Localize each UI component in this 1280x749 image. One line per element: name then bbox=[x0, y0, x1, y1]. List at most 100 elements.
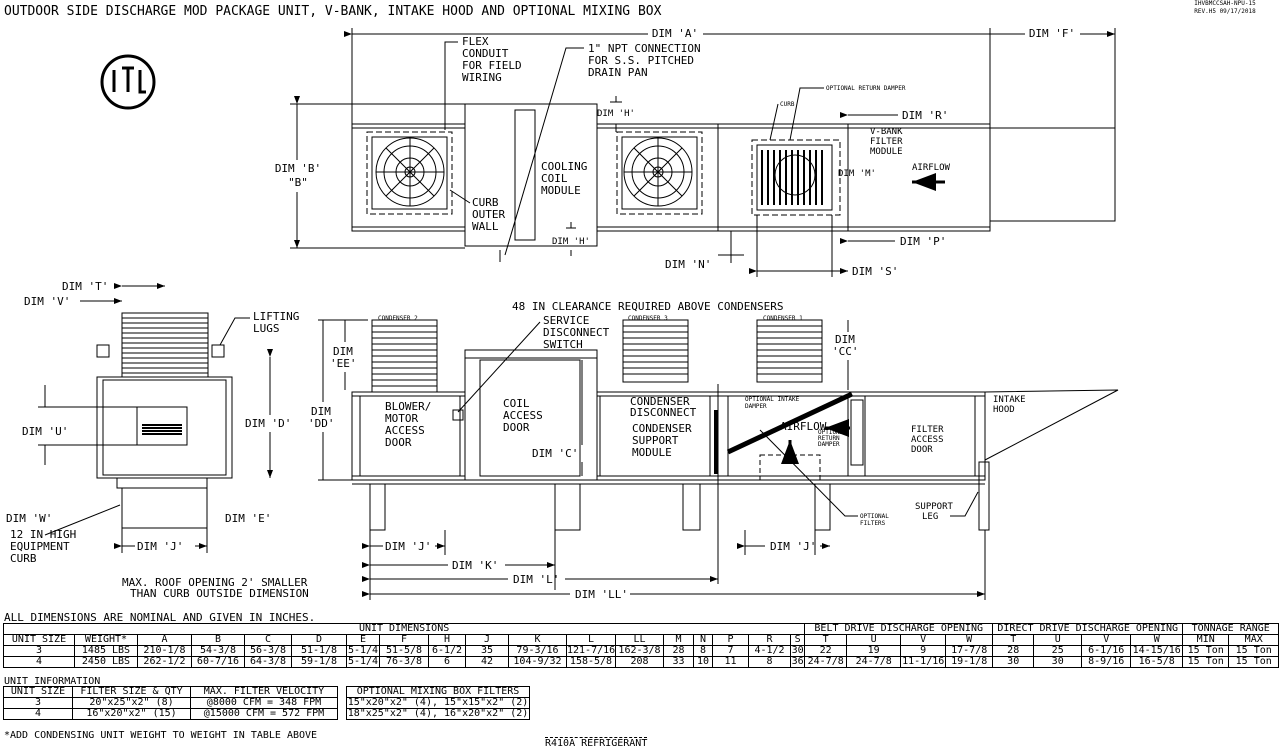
column-header: R bbox=[748, 634, 791, 646]
table-cell: 8 bbox=[693, 645, 713, 657]
column-header: UNIT SIZE bbox=[3, 634, 75, 646]
cooling-coil-label: COOLING bbox=[541, 160, 587, 173]
curb-label: CURB bbox=[780, 101, 795, 108]
lifting-lugs-label: LIFTING bbox=[253, 310, 299, 323]
curb-note-label: 12 IN HIGH bbox=[10, 528, 76, 541]
dim-ll-label: DIM 'LL' bbox=[575, 588, 628, 601]
table-cell: 18"x25"x2" (4), 16"x20"x2" (2) bbox=[346, 708, 530, 720]
column-header: L bbox=[566, 634, 616, 646]
dim-n-label: DIM 'N' bbox=[665, 258, 711, 271]
table-cell: 15 Ton bbox=[1228, 645, 1280, 657]
table-cell: 4 bbox=[3, 656, 75, 668]
table-cell: 51-1/8 bbox=[291, 645, 347, 657]
filter-door-label: FILTER bbox=[911, 425, 944, 435]
svg-text:LUGS: LUGS bbox=[253, 322, 280, 335]
optional-return-damper-label: OPTIONAL RETURN DAMPER bbox=[826, 85, 906, 92]
dim-l-label: DIM 'L' bbox=[513, 573, 559, 586]
dim-k-label: DIM 'K' bbox=[452, 559, 498, 572]
intake-hood-label: INTAKE bbox=[993, 395, 1026, 405]
svg-text:LEG: LEG bbox=[922, 512, 938, 522]
dim-c-label: DIM 'C' bbox=[532, 447, 578, 460]
svg-text:DOOR: DOOR bbox=[385, 436, 412, 449]
column-header: T bbox=[804, 634, 848, 646]
column-header: K bbox=[508, 634, 567, 646]
table-cell: 9 bbox=[900, 645, 947, 657]
dim-p-label: DIM 'P' bbox=[900, 235, 946, 248]
svg-text:EQUIPMENT: EQUIPMENT bbox=[10, 540, 70, 553]
table-cell: 19-1/8 bbox=[945, 656, 994, 668]
svg-text:FOR FIELD: FOR FIELD bbox=[462, 59, 522, 72]
table-cell: 76-3/8 bbox=[379, 656, 429, 668]
side-view: 48 IN CLEARANCE REQUIRED ABOVE CONDENSER… bbox=[308, 300, 1119, 601]
condenser-disconnect-label: CONDENSER bbox=[630, 395, 690, 408]
column-header: B bbox=[191, 634, 245, 646]
column-header: MAX bbox=[1228, 634, 1280, 646]
dim-u-label: DIM 'U' bbox=[22, 425, 68, 438]
svg-text:THAN CURB OUTSIDE DIMENSION: THAN CURB OUTSIDE DIMENSION bbox=[130, 587, 309, 600]
dim-j-front-label: DIM 'J' bbox=[137, 540, 183, 553]
svg-text:DOOR: DOOR bbox=[503, 421, 530, 434]
svg-text:HOOD: HOOD bbox=[993, 405, 1015, 415]
column-header: H bbox=[428, 634, 466, 646]
table-row: 18"x25"x2" (4), 16"x20"x2" (2) bbox=[346, 708, 530, 720]
dim-b-label: DIM 'B' bbox=[275, 162, 321, 175]
table-cell: 210-1/8 bbox=[137, 645, 192, 657]
table-cell: 15"x20"x2" (4), 15"x15"x2" (2) bbox=[346, 697, 530, 709]
svg-text:DOOR: DOOR bbox=[911, 445, 933, 455]
unit-information-table: UNIT SIZE FILTER SIZE & QTY MAX. FILTER … bbox=[3, 686, 338, 720]
support-leg-label: SUPPORT bbox=[915, 502, 954, 512]
table-cell: 6 bbox=[428, 656, 466, 668]
unit-information-title: UNIT INFORMATION bbox=[4, 676, 101, 687]
condenser-units bbox=[371, 319, 823, 393]
airflow-label-side: AIRFLOW bbox=[780, 420, 827, 433]
table-cell: 262-1/2 bbox=[137, 656, 192, 668]
revision: REV.H5 09/17/2018 bbox=[1194, 8, 1256, 15]
company-logo bbox=[100, 54, 156, 110]
dim-w-label: DIM 'W' bbox=[6, 512, 52, 525]
drawing-title: OUTDOOR SIDE DISCHARGE MOD PACKAGE UNIT,… bbox=[4, 4, 662, 19]
column-header: T bbox=[992, 634, 1035, 646]
tonnage-range-title: TONNAGE RANGE bbox=[1182, 623, 1280, 635]
table-cell: 42 bbox=[465, 656, 509, 668]
svg-text:DISCONNECT: DISCONNECT bbox=[630, 406, 697, 419]
table-cell: 79-3/16 bbox=[508, 645, 567, 657]
table-cell: 20"x25"x2" (8) bbox=[72, 697, 191, 709]
dim-f-label: DIM 'F' bbox=[1029, 27, 1075, 40]
table-cell: 15 Ton bbox=[1182, 645, 1230, 657]
column-header: U bbox=[1033, 634, 1083, 646]
table-cell: 51-5/8 bbox=[379, 645, 429, 657]
column-header: P bbox=[712, 634, 749, 646]
table-cell: 104-9/32 bbox=[508, 656, 567, 668]
roof-opening-note: MAX. ROOF OPENING 2' SMALLER bbox=[122, 576, 308, 589]
dim-dd-label: DIM bbox=[311, 405, 331, 418]
unit-dimensions-table: UNIT DIMENSIONS BELT DRIVE DISCHARGE OPE… bbox=[2, 623, 1280, 668]
direct-drive-title: DIRECT DRIVE DISCHARGE OPENING bbox=[992, 623, 1184, 635]
dim-j-side-1-label: DIM 'J' bbox=[385, 540, 431, 553]
dim-e-label: DIM 'E' bbox=[225, 512, 271, 525]
service-disconnect-label: SERVICE bbox=[543, 314, 589, 327]
svg-text:COIL: COIL bbox=[541, 172, 568, 185]
table-cell: 11 bbox=[712, 656, 749, 668]
vbank-label: V-BANK bbox=[870, 127, 903, 137]
svg-text:OUTER: OUTER bbox=[472, 208, 505, 221]
svg-text:FOR S.S. PITCHED: FOR S.S. PITCHED bbox=[588, 54, 694, 67]
dimensions-note: ALL DIMENSIONS ARE NOMINAL AND GIVEN IN … bbox=[4, 611, 316, 624]
table-cell: 30 bbox=[789, 645, 806, 657]
svg-text:MOTOR: MOTOR bbox=[385, 412, 418, 425]
curb-outer-wall-label: CURB bbox=[472, 196, 499, 209]
optional-filters-label: OPTIONAL bbox=[860, 513, 889, 520]
svg-text:MODULE: MODULE bbox=[541, 184, 581, 197]
svg-text:MODULE: MODULE bbox=[870, 147, 903, 157]
svg-text:SUPPORT: SUPPORT bbox=[632, 434, 679, 447]
svg-text:DAMPER: DAMPER bbox=[818, 441, 840, 448]
table-cell: 158-5/8 bbox=[566, 656, 616, 668]
column-header: V bbox=[1081, 634, 1132, 646]
table-cell: 4 bbox=[3, 708, 73, 720]
svg-text:SWITCH: SWITCH bbox=[543, 338, 583, 351]
top-view: DIM 'A' DIM 'F' DIM 'B' "B" FLEX CONDUIT… bbox=[275, 27, 1116, 278]
dim-j-side-2-label: DIM 'J' bbox=[770, 540, 816, 553]
dim-t-label: DIM 'T' bbox=[62, 280, 108, 293]
table-cell: 4-1/2 bbox=[748, 645, 791, 657]
drawing-number: IHVBMCCSAH-NPU-15 bbox=[1194, 0, 1256, 7]
